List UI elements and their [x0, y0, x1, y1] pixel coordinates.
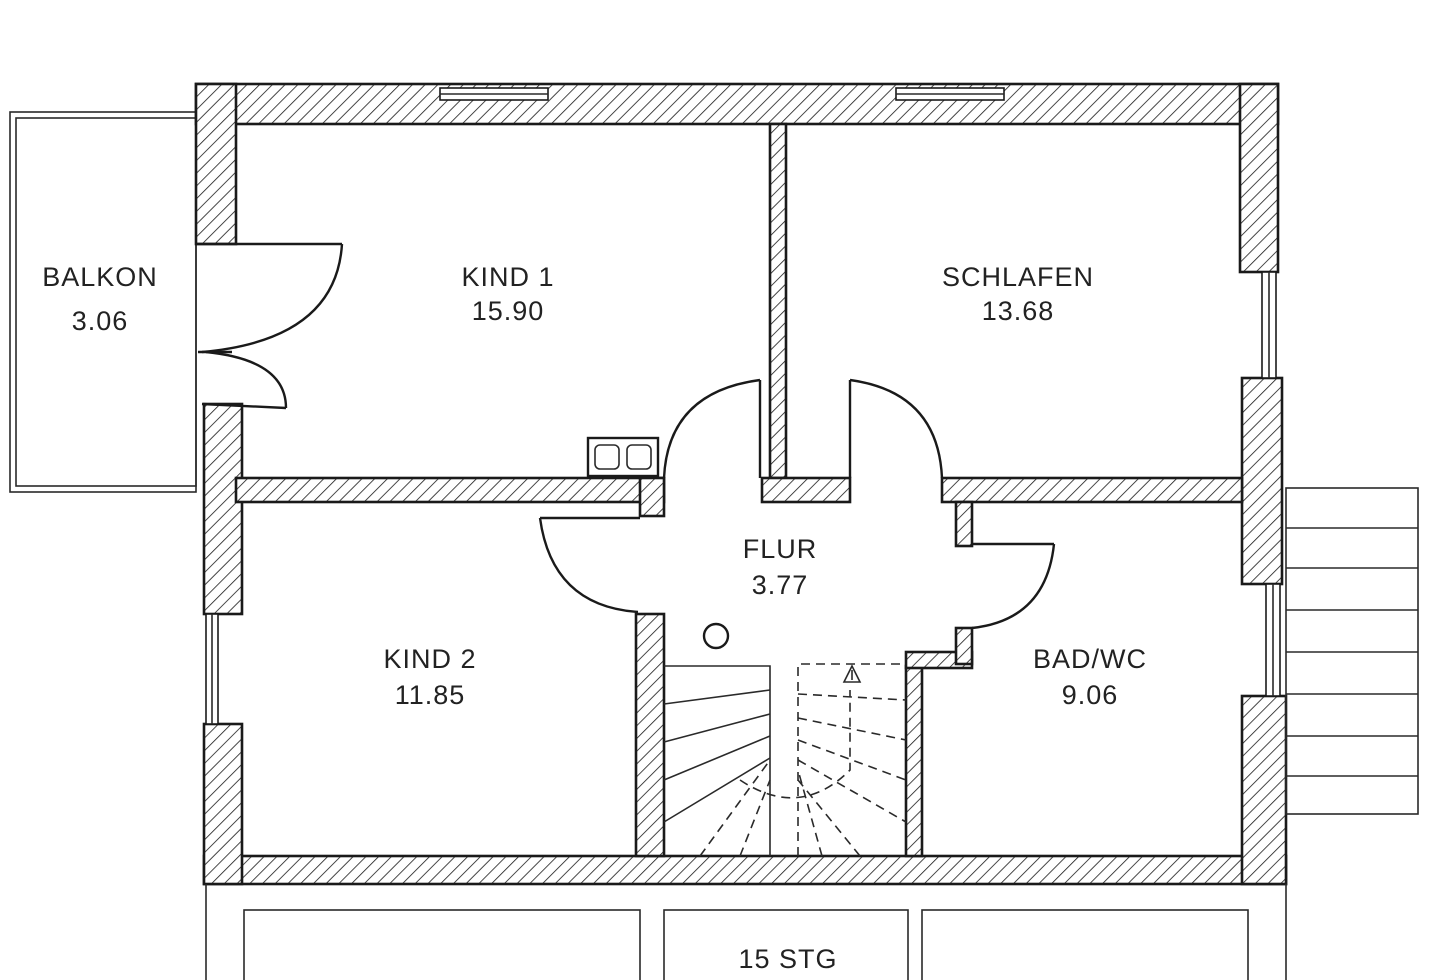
lower-level-outline — [205, 884, 1287, 980]
room-name-kind2: KIND 2 — [383, 644, 476, 674]
staircase — [663, 622, 907, 857]
room-name-kind1: KIND 1 — [461, 262, 554, 292]
room-name-bad: BAD/WC — [1033, 644, 1147, 674]
room-area-schlafen: 13.68 — [982, 296, 1055, 326]
room-labels: BALKON 3.06 KIND 1 15.90 SCHLAFEN 13.68 … — [42, 262, 1147, 974]
windows — [205, 87, 1281, 725]
stairs-label: 15 STG — [738, 944, 837, 974]
room-area-flur: 3.77 — [752, 570, 809, 600]
room-name-flur: FLUR — [743, 534, 818, 564]
room-area-kind1: 15.90 — [472, 296, 545, 326]
room-name-balkon: BALKON — [42, 262, 158, 292]
walls — [194, 82, 1288, 886]
doors — [196, 242, 1056, 630]
exterior-steps — [1285, 487, 1419, 815]
room-area-balkon: 3.06 — [72, 306, 129, 336]
room-area-kind2: 11.85 — [395, 680, 466, 710]
balcony — [9, 111, 197, 493]
outlet-symbol — [586, 436, 660, 478]
room-name-schlafen: SCHLAFEN — [942, 262, 1094, 292]
room-area-bad: 9.06 — [1062, 680, 1119, 710]
